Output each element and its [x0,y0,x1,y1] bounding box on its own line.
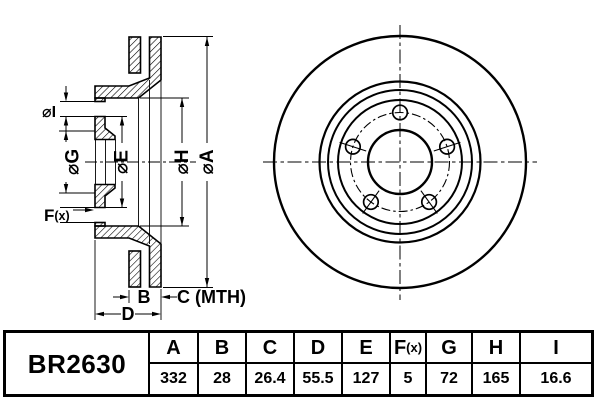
friction-band-inner-circle [318,80,482,244]
outer-diameter-circle [272,34,528,290]
table-header-g: G [425,333,471,362]
bolt-circle [349,111,451,213]
table-value-i: 16.6 [519,362,591,394]
section-view: ⌀I ⌀G ⌀E ⌀H ⌀A F(x) B C (MTH) D [42,36,246,324]
hub-wall-top [94,115,116,141]
table-value-f: 5 [389,362,425,394]
table-value-g: 72 [425,362,471,394]
stud-hole [420,193,438,211]
table-value-b: 28 [197,362,245,394]
table-value-c: 26.4 [245,362,293,394]
stud-hole [391,104,409,121]
dim-label-diameter-h: ⌀H [172,149,193,174]
dim-label-diameter-i: ⌀I [42,104,56,121]
dim-label-b: B [138,287,151,307]
table-header-f: F(x) [389,333,425,362]
dimension-arrowheads [63,37,210,317]
table-value-d: 55.5 [293,362,341,394]
stud-hole [438,138,456,155]
table-header-h: H [471,333,519,362]
flange-cone-top [94,36,162,99]
dim-label-diameter-e: ⌀E [112,150,133,174]
table-header-f-main: F [393,336,407,359]
section-material [94,36,162,288]
stud-holes [344,104,456,211]
table-value-a: 332 [148,362,197,394]
flange-strip-bottom [94,221,106,227]
dim-label-diameter-a: ⌀A [197,149,218,174]
dim-label-c-mth: C (MTH) [177,287,246,307]
table-header-b: B [197,333,245,362]
projection-lines [59,36,213,320]
stud-hole [344,138,362,155]
dim-label-diameter-g: ⌀G [63,149,84,175]
table-header-a: A [148,333,197,362]
stud-hole-ticks [339,141,461,214]
center-bore-circle [366,128,434,196]
table-header-e: E [341,333,389,362]
spec-table: BR2630 A B C D E F(x) G H I 332 28 26.4 … [3,330,594,397]
table-value-h: 165 [471,362,519,394]
inboard-plate-bottom [128,250,142,288]
friction-band-edge-circle [327,89,473,235]
table-header-i: I [519,333,591,362]
table-header-d: D [293,333,341,362]
table-header-f-sub: (x) [406,340,423,355]
dim-label-d: D [122,304,135,324]
flange-cone-bottom [94,225,162,288]
inboard-plate-top [128,36,142,74]
hub-wall-bottom [94,183,116,209]
front-view [263,25,537,300]
table-header-c: C [245,333,293,362]
flange-strip-top [94,97,106,103]
stud-hole [362,193,380,211]
part-number: BR2630 [27,348,127,379]
table-value-e: 127 [341,362,389,394]
hat-outer-circle [337,99,463,225]
dim-label-f: F(x) [44,206,70,225]
